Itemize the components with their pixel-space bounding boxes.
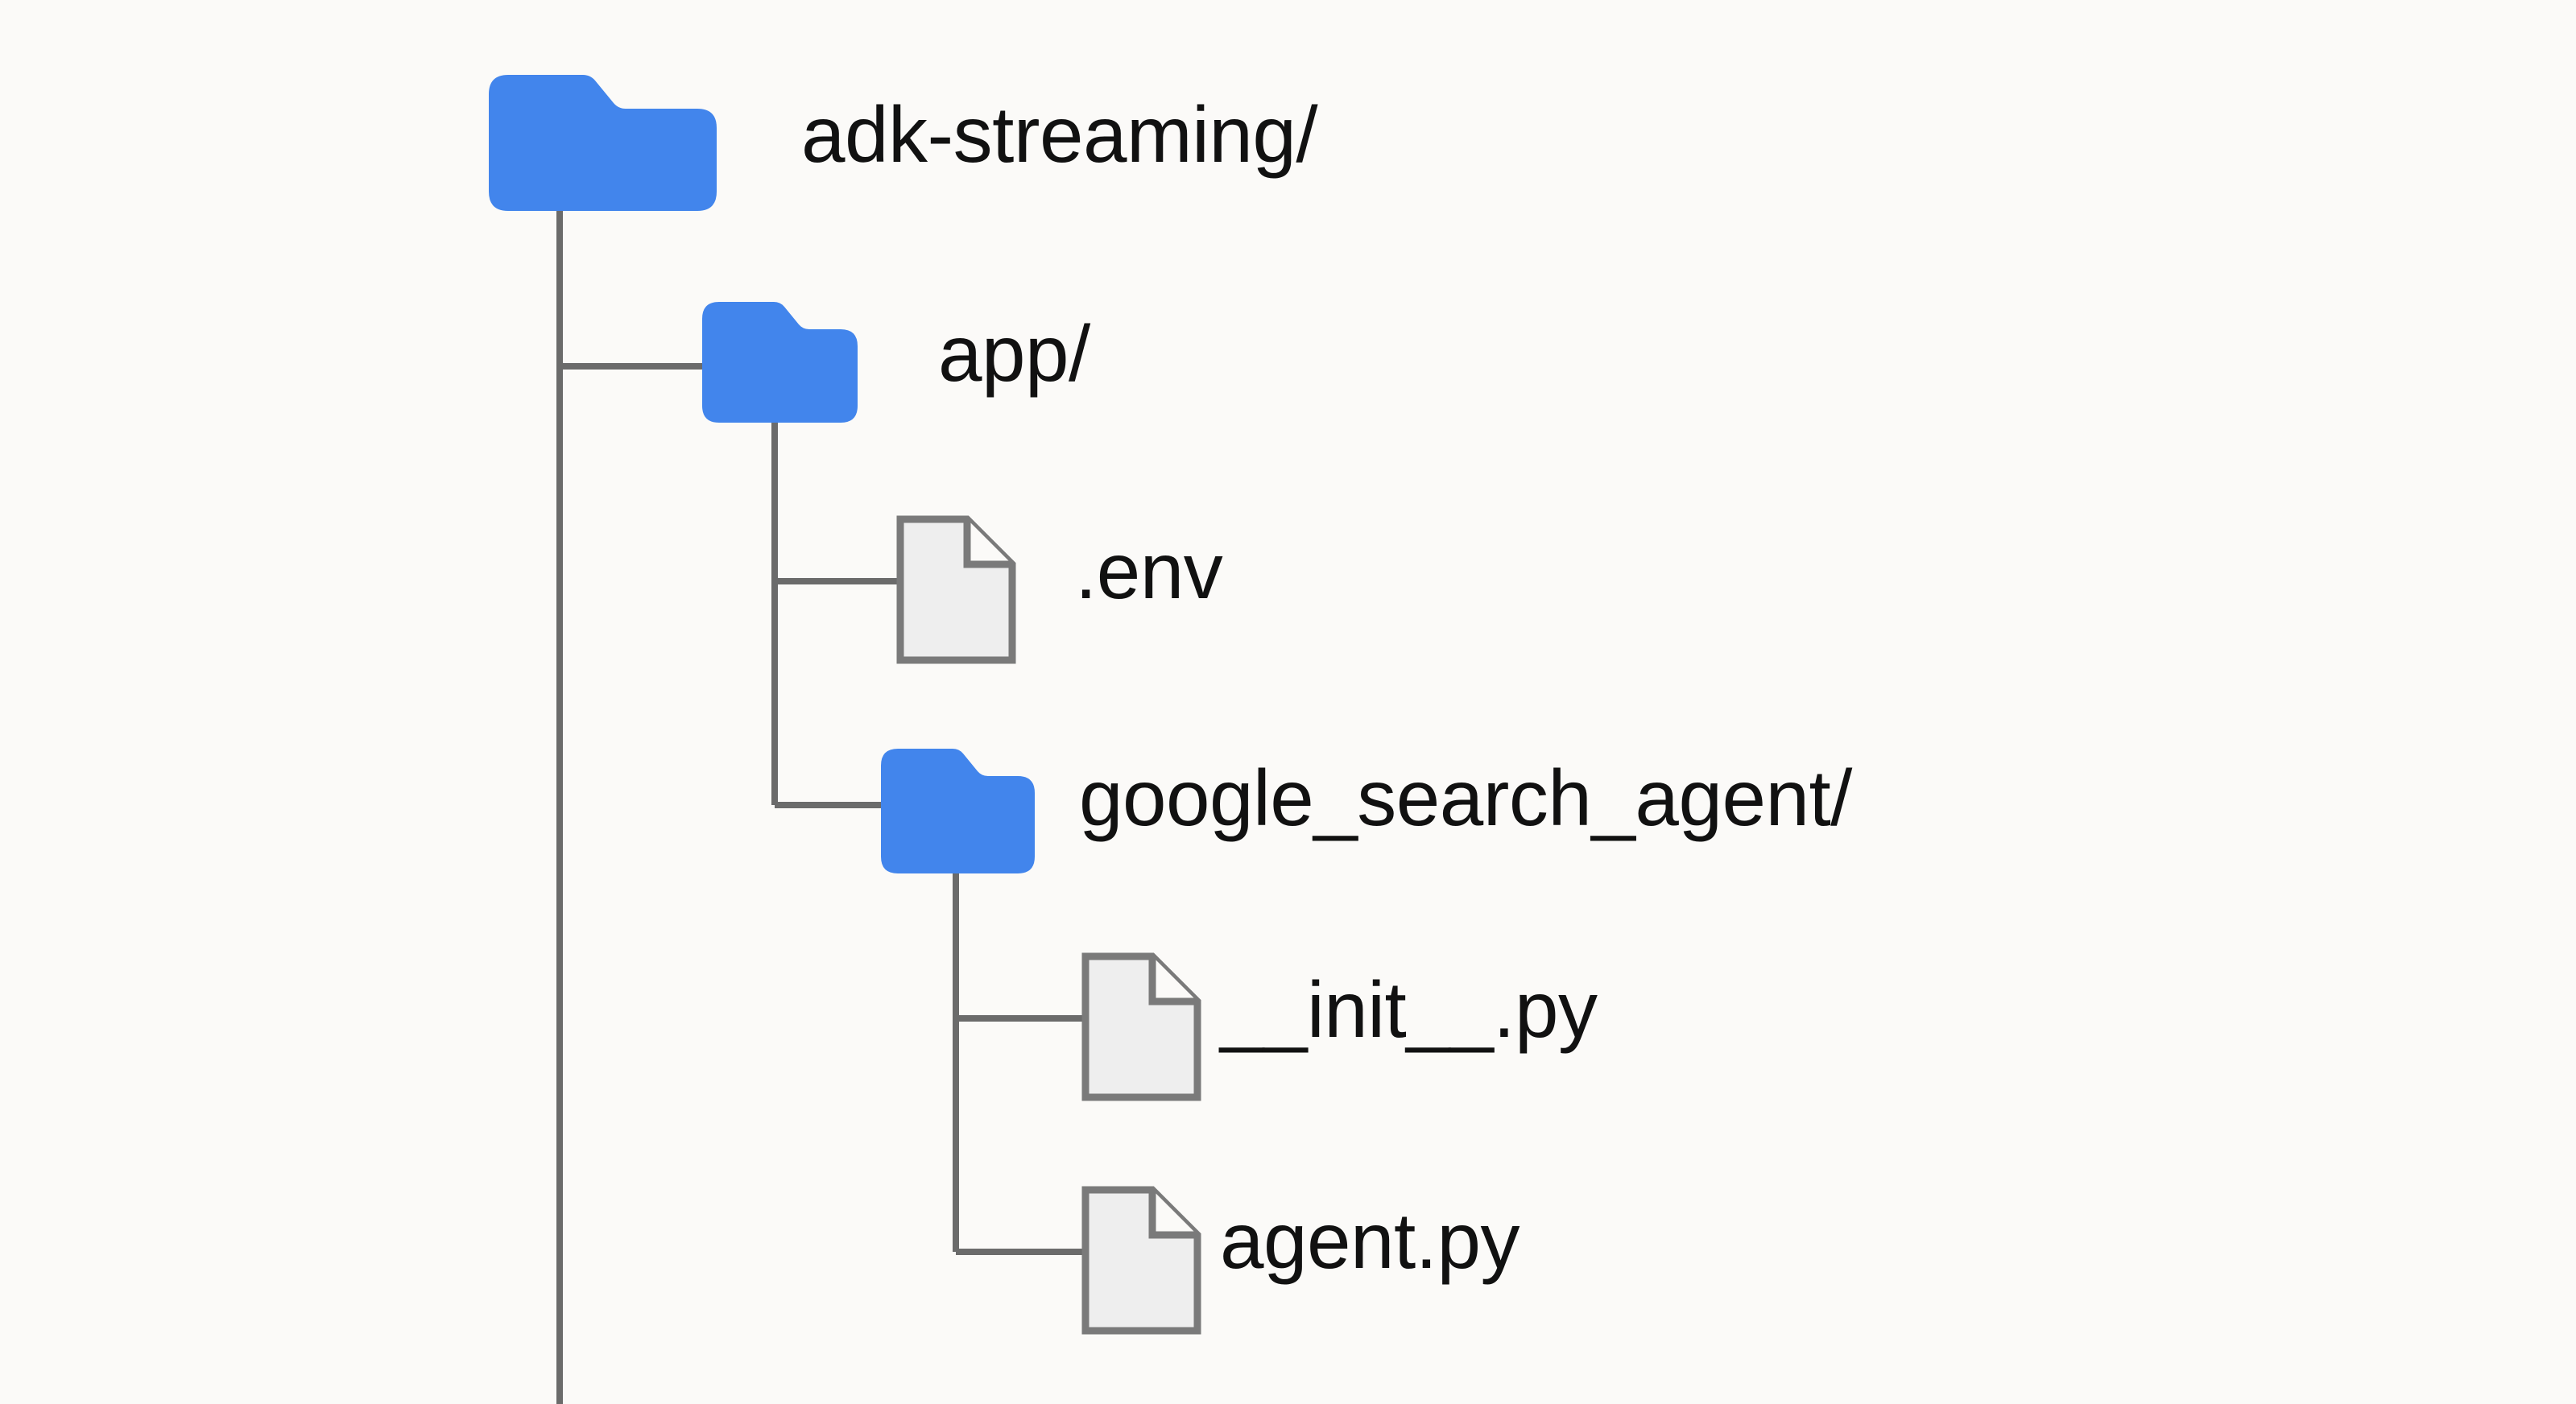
tree-node-label-app: app/	[938, 309, 1090, 398]
connector-lines	[556, 211, 1085, 1404]
tree-node-label-agent-py: agent.py	[1220, 1196, 1520, 1285]
tree-node-label-adk-streaming: adk-streaming/	[801, 90, 1318, 179]
file-icon	[1081, 1186, 1201, 1335]
tree-node-label-init-py: __init__.py	[1220, 965, 1598, 1054]
file-icon	[1081, 952, 1201, 1101]
tree-node-label-google-search-agent: google_search_agent/	[1079, 754, 1852, 842]
folder-icon	[489, 75, 717, 211]
folder-icon	[881, 749, 1035, 873]
folder-icon	[702, 302, 858, 423]
tree-node-label-env: .env	[1075, 526, 1223, 615]
file-icon	[896, 515, 1016, 664]
